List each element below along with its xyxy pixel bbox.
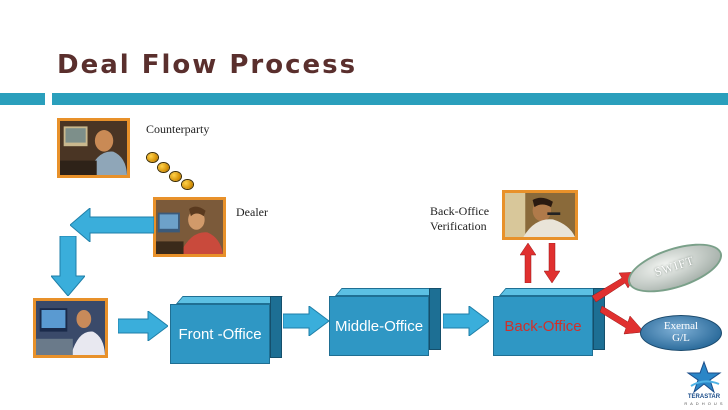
external-gl-line2: G/L xyxy=(672,332,690,344)
middle-office-label: Middle-Office xyxy=(329,296,429,356)
arrow-up-to-verification xyxy=(520,243,536,283)
counterparty-photo xyxy=(57,118,130,178)
swift-node: SWIFT xyxy=(622,233,728,303)
external-gl-node: Exernal G/L xyxy=(640,315,722,351)
trader-photo xyxy=(33,298,108,358)
logo-subtitle: R A D H O U S xyxy=(684,401,724,406)
external-gl-label: Exernal G/L xyxy=(641,320,721,344)
arrow-to-middle-office xyxy=(283,306,329,336)
logo-name: TERASTAR xyxy=(687,394,721,400)
back-office-verification-photo xyxy=(502,190,578,240)
terastar-logo: TERASTAR R A D H O U S xyxy=(683,360,725,408)
external-gl-line1: Exernal xyxy=(663,320,699,332)
front-office-box: Front -Office xyxy=(170,296,283,364)
title-accent-bar xyxy=(52,93,728,105)
arrow-left-from-dealer xyxy=(70,208,154,242)
back-office-verification-line1: Back-Office xyxy=(430,204,490,218)
arrow-to-back-office xyxy=(443,306,489,336)
star-icon xyxy=(686,360,722,394)
arrow-down-to-trader xyxy=(51,236,85,296)
back-office-verification-label: Back-Office Verification xyxy=(430,204,489,234)
back-office-label: Back-Office xyxy=(493,296,593,356)
dealer-photo xyxy=(153,197,226,257)
connector-dot xyxy=(182,180,193,189)
back-office-verification-line2: Verification xyxy=(430,219,487,233)
slide-title: Deal Flow Process xyxy=(57,50,358,80)
back-office-box: Back-Office xyxy=(493,288,606,356)
counterparty-label: Counterparty xyxy=(146,122,210,136)
title-accent-bar-left xyxy=(0,93,45,105)
front-office-label: Front -Office xyxy=(170,304,270,364)
connector-dot xyxy=(147,153,158,162)
arrow-down-from-verification xyxy=(544,243,560,283)
connector-dot xyxy=(170,172,181,181)
dealer-label: Dealer xyxy=(236,205,268,219)
middle-office-box: Middle-Office xyxy=(329,288,442,356)
arrow-to-external-gl xyxy=(600,305,644,335)
connector-dot xyxy=(158,163,169,172)
arrow-to-front-office xyxy=(118,311,168,341)
